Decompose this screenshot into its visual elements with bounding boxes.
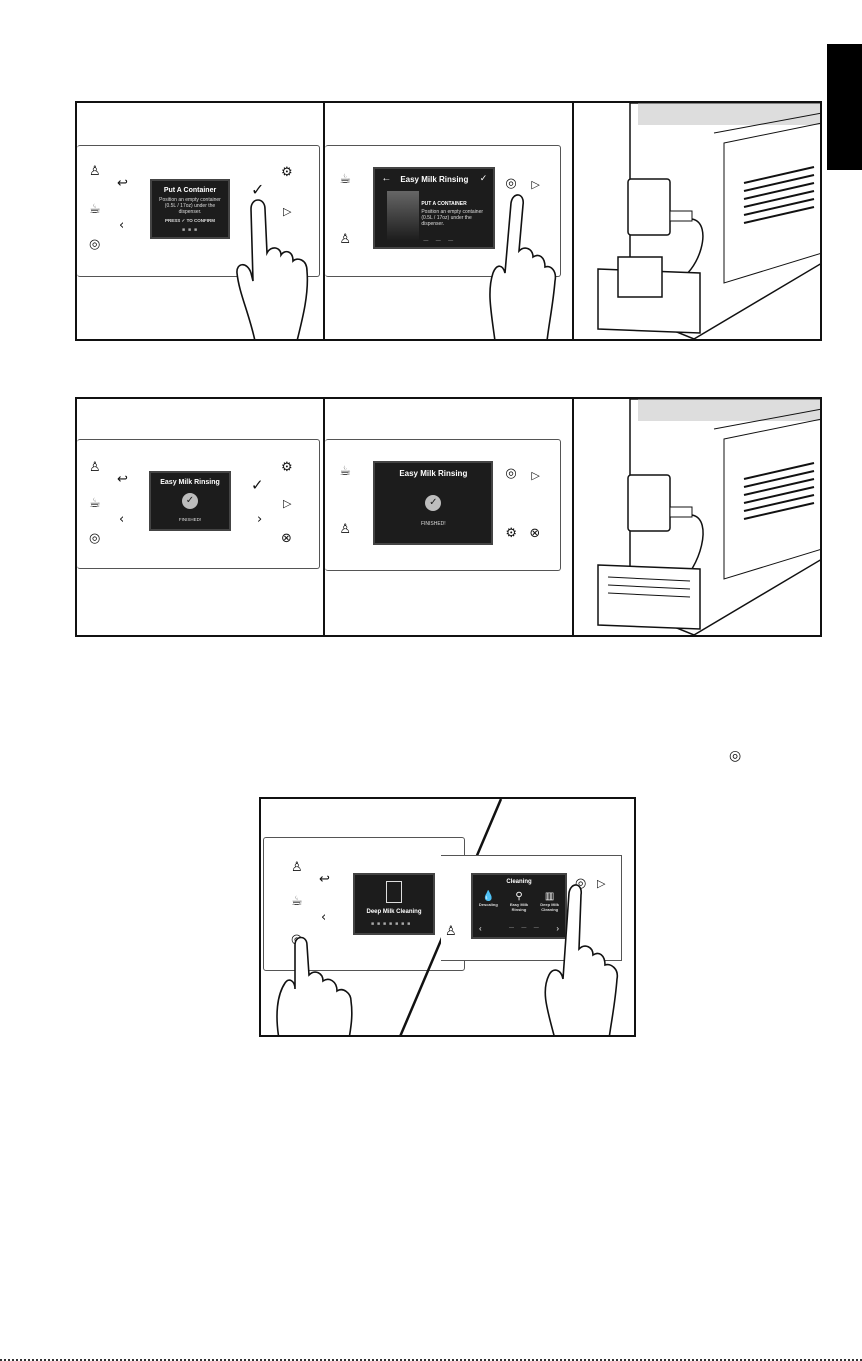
play-icon[interactable]: ▷ [283, 497, 292, 510]
back-arrow-icon[interactable]: ← [381, 173, 392, 184]
display-screen: Put A Container Position an empty contai… [150, 179, 230, 239]
check-icon: ✓ [181, 218, 186, 223]
screen-footer: PRESS ✓ TO CONFIRM [152, 218, 228, 224]
play-icon[interactable]: ▷ [531, 178, 540, 191]
deep-milk-cleaning-illustration: ♙ ↩ ☕ ‹ ◎ Deep Milk Cleaning ■■■■■■■ ♙ C… [259, 797, 636, 1037]
cup-icon[interactable]: ☕ [339, 172, 351, 187]
check-icon[interactable]: ✓ [251, 476, 264, 494]
pointing-hand-left [276, 936, 353, 1035]
cleaning-icon[interactable]: ◎ [505, 176, 517, 191]
play-icon[interactable]: ▷ [283, 205, 292, 218]
cancel-icon[interactable]: ⊗ [529, 526, 541, 541]
cup-icon[interactable]: ☕ [89, 496, 101, 511]
finished-check-icon: ✓ [182, 493, 198, 509]
page-cut-edge [0, 1359, 862, 1361]
pointing-hand-right [544, 884, 619, 1035]
cleaning-icon[interactable]: ◎ [89, 531, 101, 546]
footer-prefix: PRESS [165, 218, 181, 223]
footer-suffix: TO CONFIRM [186, 218, 215, 223]
menu-item-descaling[interactable]: 💧 Descaling [474, 891, 502, 912]
row1-panel-rinsing-start: ☕ ♙ ← Easy Milk Rinsing ✓ PUT A CONTAINE… [323, 103, 571, 339]
check-icon[interactable]: ✓ [251, 180, 265, 199]
screen-label: Deep Milk Cleaning [366, 909, 422, 915]
screen-status: FINISHED! [420, 521, 446, 527]
chevron-left-icon[interactable]: ‹ [119, 218, 125, 233]
display-screen: Easy Milk Rinsing ✓ FINISHED! [373, 461, 494, 545]
row2-panel-finished-large: ☕ ♙ Easy Milk Rinsing ✓ FINISHED! ◎ ▷ ⚙ … [323, 399, 571, 635]
milk-rinsing-icon: ⚲ [515, 891, 523, 902]
screen-title: Easy Milk Rinsing [400, 175, 469, 184]
row2-panel-finished: ♙ ↩ ☕ ‹ ◎ Easy Milk Rinsing ✓ FINISHED! … [77, 399, 323, 635]
screen-title: Easy Milk Rinsing [399, 469, 468, 478]
pointing-hand [236, 199, 309, 339]
step-row-1: ♙ ↩ ☕ ‹ ◎ Put A Container Position an em… [75, 101, 822, 341]
page-dots: ■■■■■■■ [371, 921, 414, 927]
page-dots: — — — [423, 238, 457, 244]
finished-check-icon: ✓ [425, 495, 442, 511]
chevron-right-icon[interactable]: › [556, 924, 559, 933]
container-illustration [387, 191, 420, 241]
user-icon[interactable]: ♙ [291, 860, 303, 875]
user-icon[interactable]: ♙ [89, 164, 101, 179]
user-icon[interactable]: ♙ [89, 460, 101, 475]
section-tab-marker [827, 44, 862, 170]
screen-body: Position an empty container (0.5L / 17oz… [421, 209, 484, 227]
chevron-left-icon[interactable]: ‹ [321, 910, 327, 925]
coffee-machine-illustration [596, 399, 820, 635]
screen-title: Put A Container [163, 187, 217, 194]
back-arrow-icon[interactable]: ↩ [117, 472, 128, 487]
row2-machine-without-container [571, 399, 820, 635]
check-icon[interactable]: ✓ [479, 173, 488, 183]
cleaning-icon: ◎ [729, 748, 742, 764]
user-icon[interactable]: ♙ [339, 522, 351, 537]
screen-title: Cleaning [506, 879, 532, 885]
page-dots: ■■■ [182, 227, 201, 233]
back-arrow-icon[interactable]: ↩ [117, 176, 128, 191]
display-screen: ← Easy Milk Rinsing ✓ PUT A CONTAINER Po… [373, 167, 496, 249]
screen-title: Easy Milk Rinsing [160, 479, 220, 486]
pointing-hand [489, 194, 557, 339]
cancel-icon[interactable]: ⊗ [281, 531, 292, 546]
deep-cleaning-jar-icon [386, 881, 402, 903]
menu-item-easy-milk-rinsing[interactable]: ⚲ Easy Milk Rinsing [505, 891, 533, 912]
display-screen-left: Deep Milk Cleaning ■■■■■■■ [353, 873, 435, 935]
back-arrow-icon[interactable]: ↩ [319, 872, 330, 887]
chevron-right-icon[interactable]: › [257, 512, 263, 527]
cup-icon[interactable]: ☕ [291, 894, 303, 909]
row1-machine-with-container [571, 103, 820, 339]
settings-icon[interactable]: ⚙ [505, 526, 517, 541]
step-row-2: ♙ ↩ ☕ ‹ ◎ Easy Milk Rinsing ✓ FINISHED! … [75, 397, 822, 637]
descaling-icon: 💧 [482, 891, 495, 902]
page-dots: — — — [509, 925, 542, 931]
cleaning-icon[interactable]: ◎ [505, 466, 517, 481]
row1-panel-touch-confirm: ♙ ↩ ☕ ‹ ◎ Put A Container Position an em… [77, 103, 323, 339]
user-icon[interactable]: ♙ [445, 924, 457, 939]
chevron-left-icon[interactable]: ‹ [119, 512, 125, 527]
screen-status: FINISHED! [178, 517, 202, 522]
cup-icon[interactable]: ☕ [339, 464, 351, 479]
coffee-machine-illustration [596, 103, 820, 339]
chevron-left-icon[interactable]: ‹ [479, 924, 482, 933]
cup-icon[interactable]: ☕ [89, 202, 101, 217]
deep-cleaning-jar-icon: ▥ [544, 891, 555, 902]
menu-item-deep-milk-cleaning[interactable]: ▥ Deep Milk Cleaning [536, 891, 564, 912]
play-icon[interactable]: ▷ [531, 469, 540, 482]
screen-subtitle: PUT A CONTAINER [421, 201, 467, 207]
display-screen: Easy Milk Rinsing ✓ FINISHED! [149, 471, 231, 531]
screen-body: Position an empty container (0.5L / 17oz… [159, 197, 221, 215]
display-screen-right: Cleaning 💧 Descaling ⚲ Easy Milk Rinsing… [471, 873, 567, 939]
cleaning-menu: 💧 Descaling ⚲ Easy Milk Rinsing ▥ Deep M… [473, 891, 565, 912]
user-icon[interactable]: ♙ [339, 232, 351, 247]
cleaning-icon[interactable]: ◎ [89, 237, 101, 252]
settings-icon[interactable]: ⚙ [281, 165, 293, 180]
play-icon[interactable]: ▷ [597, 877, 606, 890]
cleaning-icon[interactable]: ◎ [575, 876, 587, 891]
settings-icon[interactable]: ⚙ [281, 460, 293, 475]
